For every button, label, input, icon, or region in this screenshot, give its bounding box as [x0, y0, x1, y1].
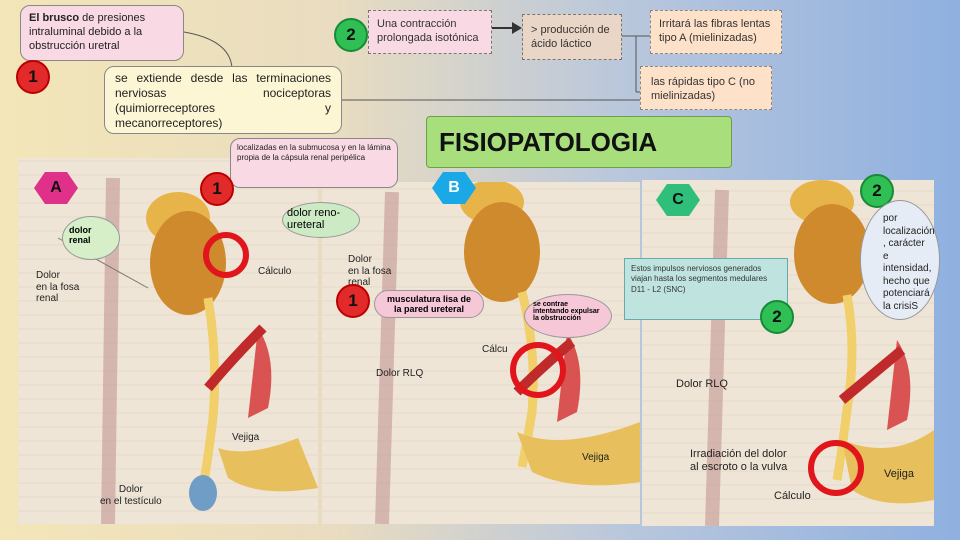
page-title-text: FISIOPATOLOGIA [439, 126, 658, 157]
dolor-renal-tag: dolor renal [62, 216, 120, 260]
badge-2-top: 2 [334, 18, 368, 52]
lactico-text: > producción de ácido láctico [531, 24, 610, 51]
figure-panel-a: Dolor en la fosa renal Cálculo Vejiga Do… [18, 158, 318, 524]
dolor-reno-bubble: dolor reno-ureteral [282, 202, 360, 238]
highlight-ring-b [510, 342, 566, 398]
label-c-calculo: Cálculo [774, 490, 811, 502]
label-b-calculo: Cálcu [482, 344, 508, 355]
brusco-bubble: El brusco de presiones intraluminal debi… [20, 5, 184, 61]
extiende-text: se extiende desde las terminaciones nerv… [115, 71, 331, 130]
lactico-box: > producción de ácido láctico [522, 14, 622, 60]
highlight-ring-c [808, 440, 864, 496]
localizacion-text: por localización , carácter e intensidad… [883, 213, 935, 312]
highlight-ring-a [203, 232, 249, 278]
label-a-calculo: Cálculo [258, 266, 292, 277]
label-c-irradiacion: Irradiación del dolor al escroto o la vu… [690, 448, 788, 473]
impulsos-box: Estos impulsos nerviosos generados viaja… [624, 258, 788, 320]
label-b-dolor-fosa: Dolor en la fosa renal [348, 254, 392, 288]
musculatura-bubble: musculatura lisa de la pared ureteral [374, 290, 484, 318]
contrae-text: se contrae intentando expulsar la obstru… [533, 301, 600, 322]
dolor-reno-text: dolor reno-ureteral [287, 207, 341, 231]
impulsos-text: Estos impulsos nerviosos generados viaja… [631, 264, 768, 294]
label-b-vejiga: Vejiga [582, 452, 610, 463]
brusco-text: de presiones intraluminal debido a la ob… [29, 12, 146, 52]
rapidas-text: las rápidas tipo C (no mielinizadas) [651, 76, 755, 103]
localizacion-bubble: por localización , carácter e intensidad… [860, 200, 940, 320]
lentas-text: Irritará las fibras lentas tipo A (mieli… [659, 18, 771, 45]
extiende-bubble: se extiende desde las terminaciones nerv… [104, 66, 342, 134]
badge-1-panel-b: 1 [336, 284, 370, 318]
badge-2-panel-c-mid: 2 [760, 300, 794, 334]
contrae-bubble: se contrae intentando expulsar la obstru… [524, 294, 612, 338]
contraccion-box: Una contracción prolongada isotónica [368, 10, 492, 54]
badge-1-top: 1 [16, 60, 50, 94]
brusco-bold-text: El brusco [29, 12, 80, 24]
label-b-rlq: Dolor RLQ [376, 368, 424, 379]
label-a-dolor-fosa: Dolor en la fosa renal [36, 270, 80, 304]
dolor-renal-text: dolor renal [69, 225, 92, 245]
label-c-rlq: Dolor RLQ [676, 378, 728, 390]
anatomy-b [375, 182, 640, 524]
badge-1-panel-a: 1 [200, 172, 234, 206]
lentas-box: Irritará las fibras lentas tipo A (mieli… [650, 10, 782, 54]
localizadas-bubble: localizadas en la submucosa y en la lámi… [230, 138, 398, 188]
rapidas-box: las rápidas tipo C (no mielinizadas) [640, 66, 772, 110]
page-title: FISIOPATOLOGIA [426, 116, 732, 168]
label-a-testiculo: Dolor en el testículo [100, 484, 162, 507]
contraccion-text: Una contracción prolongada isotónica [377, 18, 479, 45]
figure-panel-b: Dolor en la fosa renal Cálcu Dolor RLQ V… [322, 182, 640, 524]
anatomy-c [705, 180, 934, 526]
anatomy-a [57, 177, 318, 524]
musculatura-text: musculatura lisa de la pared ureteral [386, 294, 472, 314]
octagon-b: B [432, 172, 476, 204]
label-a-vejiga: Vejiga [232, 432, 260, 443]
localizadas-text: localizadas en la submucosa y en la lámi… [237, 143, 391, 162]
label-c-vejiga: Vejiga [884, 468, 914, 480]
